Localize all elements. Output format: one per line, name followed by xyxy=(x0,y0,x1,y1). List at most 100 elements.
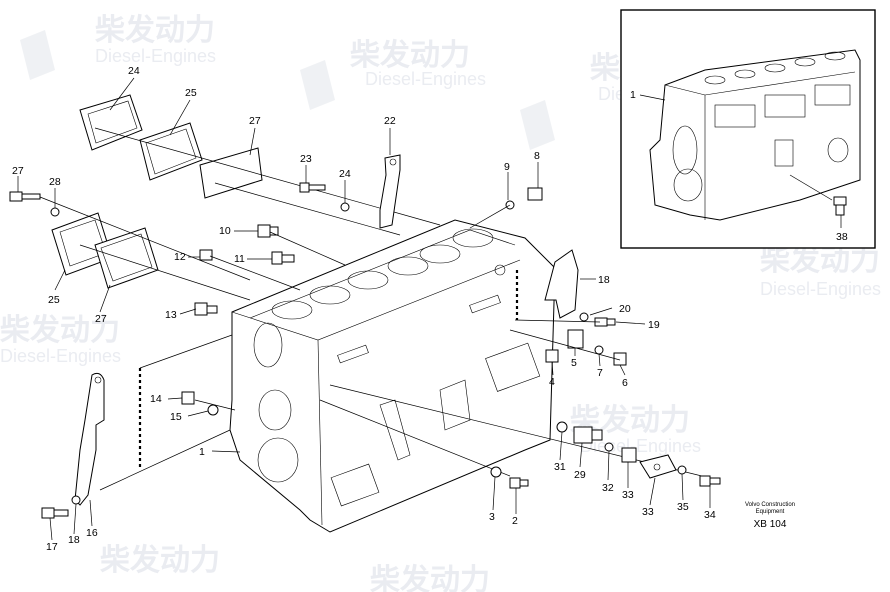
sensor-31-icon xyxy=(573,426,603,444)
callout-label: 38 xyxy=(836,231,848,243)
washer-34-icon xyxy=(604,442,614,452)
callout-label: 27 xyxy=(249,115,261,127)
washer-7-icon xyxy=(594,345,604,355)
cover-plate-26-icon xyxy=(79,94,143,151)
leader-line xyxy=(789,174,833,201)
watermark-2: 柴发动力 Diesel-Engines xyxy=(300,38,486,110)
plug-14-icon xyxy=(181,391,195,405)
washer-37-icon xyxy=(677,465,687,475)
callout-label: 33 xyxy=(622,489,634,501)
footer-block: Volvo Construction Equipment XB 104 xyxy=(745,502,795,530)
sheet-28-icon xyxy=(199,147,263,199)
callout-label: 20 xyxy=(619,303,631,315)
leader-line xyxy=(39,196,251,281)
callout-label: 33 xyxy=(642,506,654,518)
inset-view: 1 38 xyxy=(620,9,876,249)
bolt-17-icon xyxy=(41,507,69,519)
washer-18-icon xyxy=(71,495,81,505)
bracket-19-icon xyxy=(544,249,579,319)
watermark-4: 柴发动力 Diesel-Engines xyxy=(760,243,881,299)
watermark-logo-icon xyxy=(300,60,335,110)
engine-block xyxy=(229,219,556,533)
plug-8-icon xyxy=(527,187,543,201)
callout-label: 8 xyxy=(534,150,540,162)
leader-line xyxy=(194,399,236,411)
gasket-27-icon xyxy=(139,122,203,181)
leader-line xyxy=(139,334,233,369)
callout-label: 3 xyxy=(489,511,495,523)
callout-label: 18 xyxy=(68,534,80,546)
leader-lines xyxy=(17,77,711,541)
watermark-cn: 柴发动力 xyxy=(350,38,470,73)
watermark-1: 柴发动力 Diesel-Engines xyxy=(20,13,216,80)
callout-label: 2 xyxy=(512,515,518,527)
watermark-en: Diesel-Engines xyxy=(760,279,881,299)
bolt-38-icon xyxy=(833,196,847,216)
callout-label: 29 xyxy=(574,469,586,481)
callout-label: 1 xyxy=(199,446,205,458)
callout-label: 12 xyxy=(174,251,186,263)
callout-label: 24 xyxy=(339,168,351,180)
callout-label: 28 xyxy=(49,176,61,188)
bolt-36-icon xyxy=(699,475,721,487)
bracket-16-icon xyxy=(74,372,105,506)
callout-label: 4 xyxy=(549,376,555,388)
bolt-29-icon xyxy=(9,191,41,202)
watermark-en: Diesel-Engines xyxy=(95,46,216,66)
callout-label: 19 xyxy=(648,319,660,331)
watermark-en: Diesel-Engines xyxy=(0,346,121,366)
callout-label: 7 xyxy=(597,367,603,379)
callout-label: 15 xyxy=(170,411,182,423)
leader-line xyxy=(469,204,511,229)
callout-label: 27 xyxy=(95,313,107,325)
watermark-cn: 柴发动力 xyxy=(95,13,215,48)
flange-35-icon xyxy=(639,454,677,479)
callout-label: 25 xyxy=(48,294,60,306)
washer-24-icon xyxy=(340,202,350,212)
callout-label: 13 xyxy=(165,309,177,321)
callout-label: 24 xyxy=(128,65,140,77)
callout-labels: 24 25 27 22 23 24 9 8 27 28 10 11 12 13 … xyxy=(12,65,716,553)
callout-label: 10 xyxy=(219,225,231,237)
plug-5-icon xyxy=(567,329,584,349)
leader-line xyxy=(269,231,346,266)
bracket-22-icon xyxy=(379,154,401,229)
callout-label: 5 xyxy=(571,357,577,369)
bolt-2-icon xyxy=(509,477,529,489)
callout-label: 31 xyxy=(554,461,566,473)
washer-15-icon xyxy=(207,404,219,416)
seal-32-icon xyxy=(556,421,568,433)
plug-10-icon xyxy=(257,224,279,238)
inset-engine-block xyxy=(649,49,861,221)
leader-line xyxy=(514,319,601,323)
callout-label: 1 xyxy=(630,89,636,101)
leader-line xyxy=(214,182,401,236)
callout-label: 27 xyxy=(12,165,24,177)
plug-13-icon xyxy=(194,302,218,316)
callout-label: 14 xyxy=(150,393,162,405)
watermark-cn: 柴发动力 xyxy=(370,563,490,592)
plug-4-icon xyxy=(545,349,559,363)
leader-line xyxy=(99,429,231,491)
washer-21-icon xyxy=(579,312,589,322)
callout-label: 6 xyxy=(622,377,628,389)
callout-label: 16 xyxy=(86,527,98,539)
plug-33-icon xyxy=(621,447,637,463)
callout-label: 11 xyxy=(234,253,245,265)
callout-label: 22 xyxy=(384,115,396,127)
watermark-cn: 柴发动力 xyxy=(100,543,220,578)
leader-line xyxy=(209,255,301,291)
bolt-23-icon xyxy=(299,182,326,193)
leader-line xyxy=(509,329,621,361)
leader-line xyxy=(319,399,511,477)
callout-label: 17 xyxy=(46,541,58,553)
watermark-logo-icon xyxy=(520,100,555,150)
sensor-11-icon xyxy=(271,251,295,265)
washer-3-icon xyxy=(490,466,502,478)
footer-subtitle: Equipment xyxy=(756,509,785,515)
callout-label: 32 xyxy=(602,482,614,494)
watermark-en: Diesel-Engines xyxy=(365,69,486,89)
callout-label: 35 xyxy=(677,501,689,513)
footer-code: XB 104 xyxy=(754,519,787,530)
